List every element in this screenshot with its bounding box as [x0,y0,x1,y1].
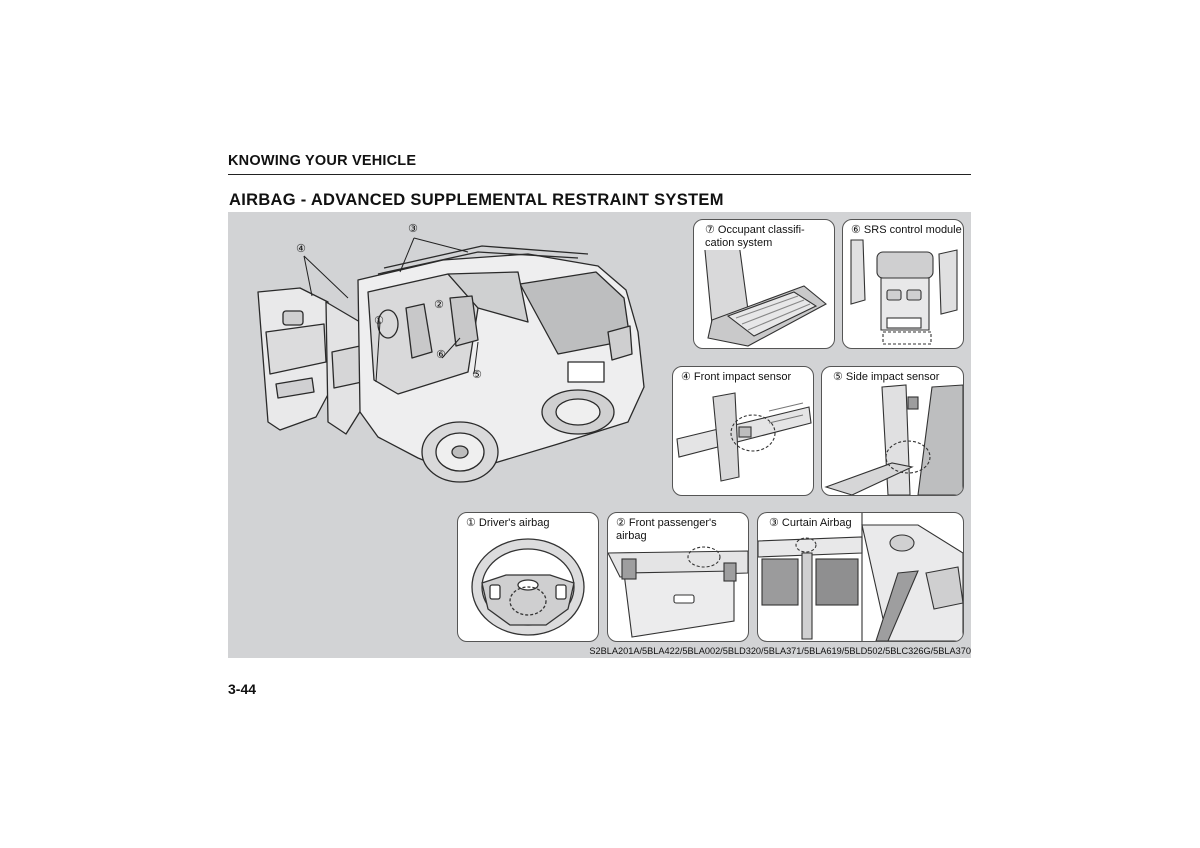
curtain-airbag-illustration [758,513,963,641]
panel-label-srs: ⑥ SRS control module [851,224,962,236]
callout-2: ② [434,298,444,311]
dashboard-illustration [608,546,748,638]
steering-wheel-illustration [471,538,585,636]
vehicle-illustration [257,237,645,483]
callout-3: ③ [408,222,418,235]
callout-1: ① [374,314,384,327]
section-rule [228,174,971,175]
side-sensor-illustration [824,384,963,495]
airbag-figure: ④ ③ ① ② ⑥ ⑤ ⑦ Occupant classifi- cation … [228,212,971,658]
seat-illustration [703,235,827,347]
page-number: 3-44 [228,681,257,697]
callout-5: ⑤ [472,368,482,381]
panel-srs-control-module: ⑥ SRS control module [842,219,964,349]
callout-4: ④ [296,242,306,255]
panel-label-front-sensor: ④ Front impact sensor [681,371,792,383]
panel-label-passenger: ② Front passenger's airbag [616,517,717,542]
panel-occupant-classification: ⑦ Occupant classifi- cation system [693,219,835,349]
console-illustration [850,239,958,345]
page-title: AIRBAG - ADVANCED SUPPLEMENTAL RESTRAINT… [229,191,724,209]
panel-side-impact-sensor: ⑤ Side impact sensor [821,366,964,496]
image-reference-code: S2BLA201A/5BLA422/5BLA002/5BLD320/5BLA37… [589,646,971,656]
panel-passenger-airbag: ② Front passenger's airbag [607,512,749,642]
panel-driver-airbag: ① Driver's airbag [457,512,599,642]
panel-label-side-sensor: ⑤ Side impact sensor [830,371,943,384]
callout-6: ⑥ [436,348,446,361]
section-header: KNOWING YOUR VEHICLE [228,153,417,169]
panel-label-occupant: ⑦ Occupant classifi- cation system [702,224,808,250]
panel-label-driver: ① Driver's airbag [466,517,550,529]
panel-label-curtain: ③ Curtain Airbag [766,517,855,530]
front-sensor-illustration [676,392,812,482]
panel-curtain-airbag: ③ Curtain Airbag [757,512,964,642]
panel-front-impact-sensor: ④ Front impact sensor [672,366,814,496]
